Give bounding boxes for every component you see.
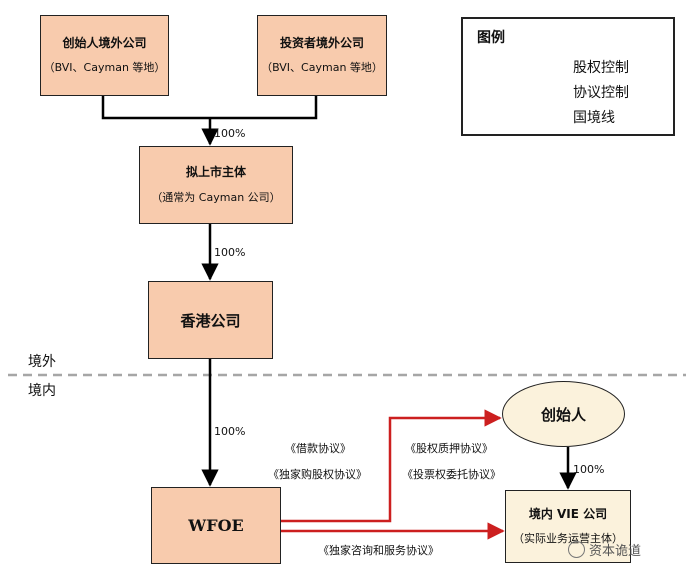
equity-pledge-label: 《股权质押协议》 — [405, 442, 493, 455]
investor-offshore-connector — [210, 96, 318, 120]
pct-founder-to-vie: 100% — [573, 463, 605, 476]
listing-entity: 拟上市主体 （通常为 Cayman 公司） — [139, 146, 293, 224]
pct-to-listing: 100% — [214, 127, 246, 140]
founder-offshore-sub: （BVI、Cayman 等地） — [43, 61, 166, 75]
voting-proxy-label: 《投票权委托协议》 — [402, 468, 501, 481]
wfoe-title: WFOE — [188, 516, 244, 535]
watermark: 资本诡道 — [568, 540, 641, 559]
hk-company-title: 香港公司 — [180, 311, 241, 330]
legend-box: 图例 股权控制 协议控制 国境线 — [461, 17, 675, 136]
listing-entity-sub: （通常为 Cayman 公司） — [151, 190, 281, 204]
investor-offshore-company: 投资者境外公司 （BVI、Cayman 等地） — [257, 15, 387, 96]
watermark-text: 资本诡道 — [589, 544, 642, 559]
founder-offshore-connector — [101, 96, 210, 120]
pct-to-hk: 100% — [214, 246, 246, 259]
legend-title: 图例 — [477, 30, 505, 46]
loan-agreement-label: 《借款协议》 — [285, 442, 351, 455]
investor-offshore-title: 投资者境外公司 — [279, 35, 364, 50]
vie-sub: （实际业务运营主体） — [513, 532, 623, 546]
founder-ellipse: 创始人 — [502, 381, 625, 447]
legend-border-label: 国境线 — [573, 110, 615, 126]
founder-offshore-company: 创始人境外公司 （BVI、Cayman 等地） — [40, 15, 169, 96]
wfoe-box: WFOE — [151, 487, 281, 564]
investor-offshore-sub: （BVI、Cayman 等地） — [261, 61, 383, 75]
exclusive-purchase-label: 《独家购股权协议》 — [268, 468, 367, 481]
wechat-icon — [568, 541, 585, 558]
legend-agreement-label: 协议控制 — [573, 85, 629, 101]
region-onshore-label: 境内 — [28, 383, 56, 399]
listing-entity-title: 拟上市主体 — [185, 165, 246, 180]
legend-equity-label: 股权控制 — [573, 60, 629, 76]
pct-to-wfoe: 100% — [214, 425, 246, 438]
founder-offshore-title: 创始人境外公司 — [62, 35, 147, 50]
exclusive-service-label: 《独家咨询和服务协议》 — [318, 544, 439, 557]
region-offshore-label: 境外 — [28, 354, 56, 370]
vie-title: 境内 VIE 公司 — [528, 506, 608, 521]
agreement-arrow-to-founder — [281, 409, 502, 523]
hk-company: 香港公司 — [148, 281, 273, 359]
founder-title: 创始人 — [540, 405, 586, 424]
